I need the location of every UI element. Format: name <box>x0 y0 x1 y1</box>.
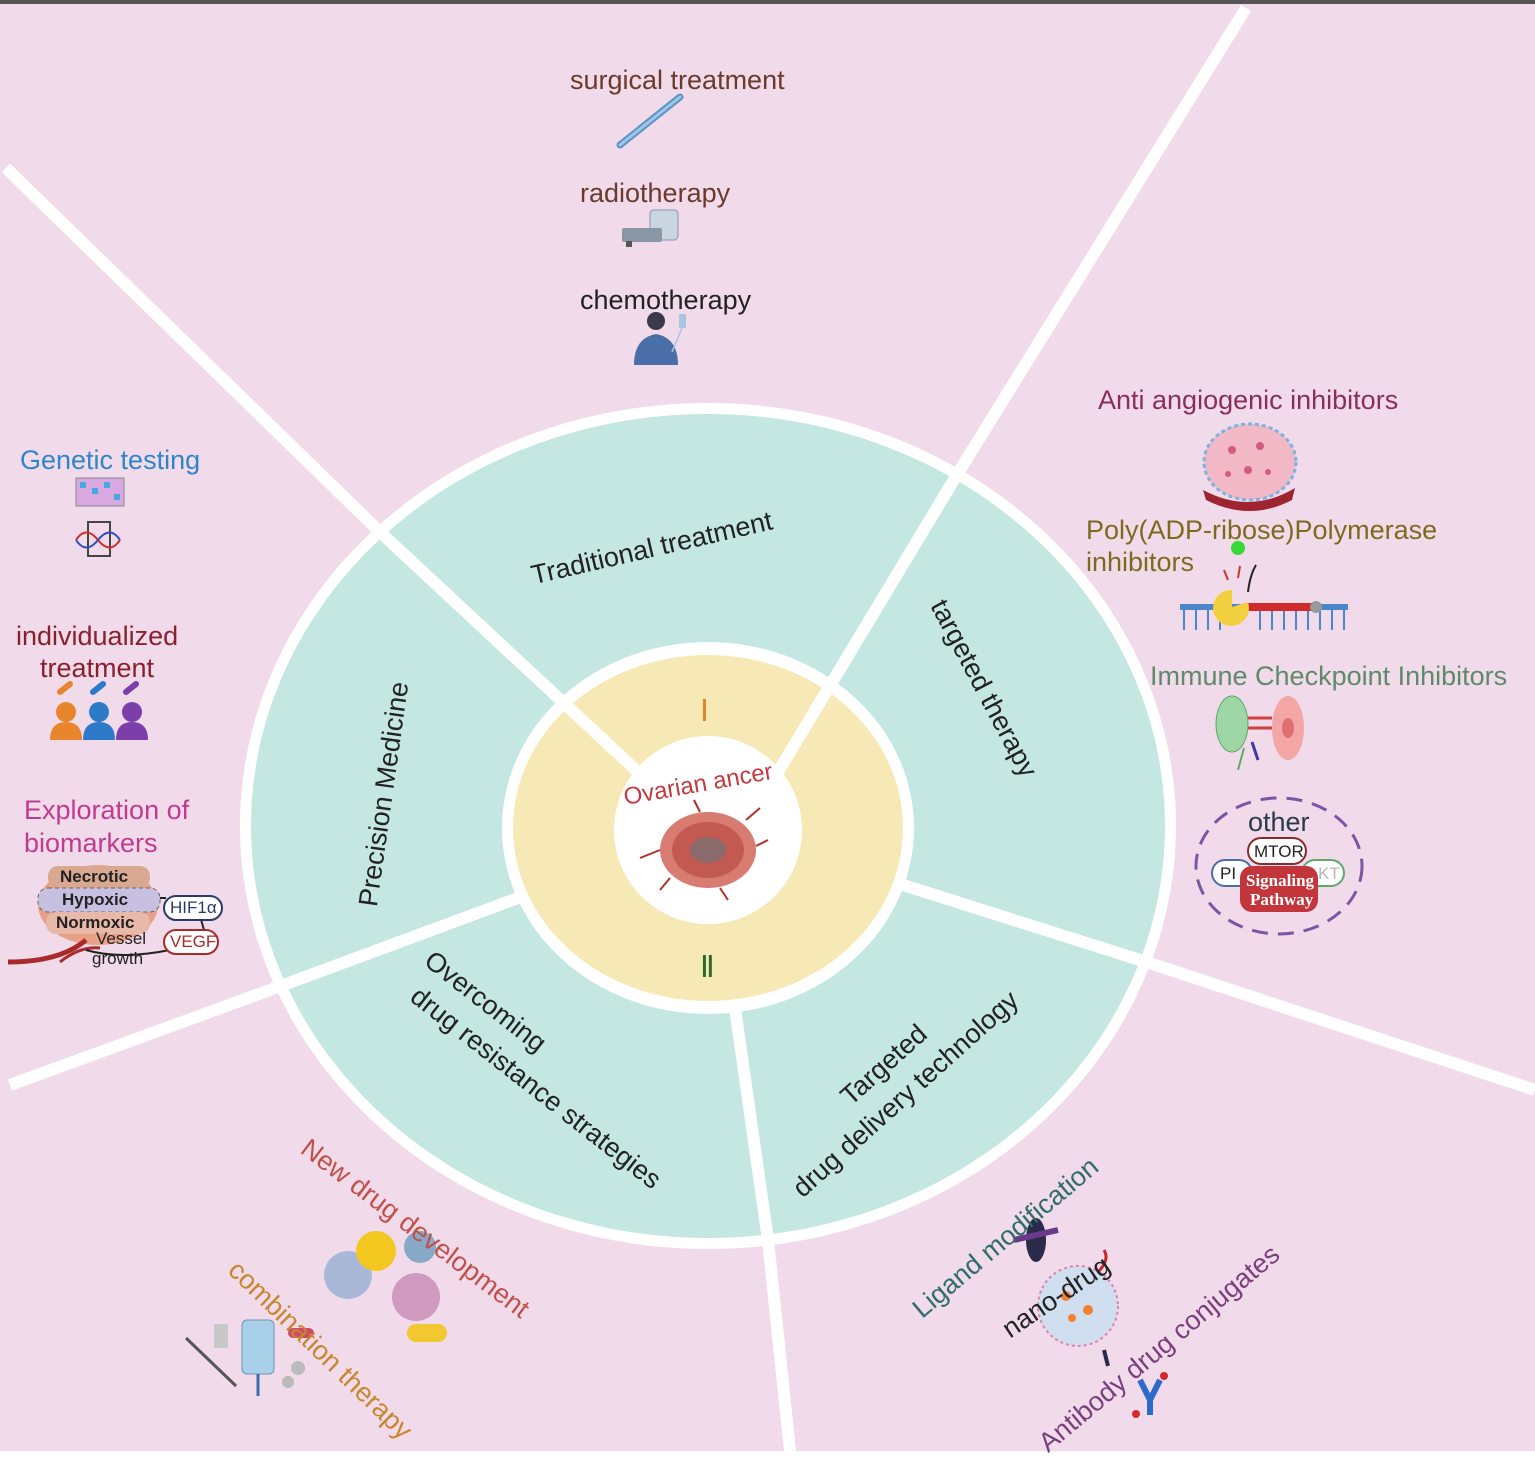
parp-label-1: Poly(ADP-ribose)Polymerase <box>1086 515 1438 545</box>
tumor-zones-icon <box>7 865 205 965</box>
mtor-badge <box>1247 837 1307 865</box>
parp-dna-icon <box>1180 541 1348 630</box>
chemotherapy-label: chemotherapy <box>580 285 752 315</box>
individualized-label-1: individualized <box>16 621 179 651</box>
radiotherapy-label: radiotherapy <box>580 178 731 208</box>
signaling-label-2: Pathway <box>1250 890 1314 909</box>
radiotherapy-machine-icon <box>622 209 679 247</box>
infusion-icon <box>184 1319 314 1396</box>
hif-badge <box>163 895 223 921</box>
scalpel-icon <box>616 93 684 149</box>
other-pathway-outline <box>1194 796 1364 936</box>
vegf-label: VEGF <box>170 932 217 951</box>
surgical-treatment-label: surgical treatment <box>570 65 785 95</box>
ring-dividers <box>267 474 1142 1241</box>
biomarkers-label-2: biomarkers <box>24 828 158 858</box>
sector-dividers <box>1 4 1535 1451</box>
signaling-badge <box>1240 866 1318 912</box>
genetic-test-icon <box>75 477 125 557</box>
signaling-label-1: Signaling <box>1246 871 1315 890</box>
anti-angiogenic-label: Anti angiogenic inhibitors <box>1098 385 1399 415</box>
parp-label-2: inhibitors <box>1086 547 1195 577</box>
tumor-icon <box>639 799 769 901</box>
hypoxic-label: Hypoxic <box>62 890 129 909</box>
people-icon <box>50 681 148 740</box>
individualized-label-2: treatment <box>40 653 155 683</box>
kt-label: KT <box>1318 864 1340 883</box>
immune-cells-icon <box>1215 695 1304 771</box>
mtor-label: MTOR <box>1254 842 1304 861</box>
antibody-icon <box>1132 1372 1168 1418</box>
genetic-testing-label: Genetic testing <box>20 445 201 475</box>
nano-drug-icon <box>1013 1218 1119 1367</box>
pi-label: PI <box>1220 864 1237 883</box>
stage-one-label: Ⅰ <box>700 695 709 728</box>
biomarkers-label-1: Exploration of <box>24 795 190 825</box>
stage-two-label: Ⅱ <box>700 951 715 984</box>
necrotic-label: Necrotic <box>60 867 129 886</box>
vessel-label-1: Vessel <box>96 929 147 948</box>
top-edge <box>0 0 1535 4</box>
checkpoint-label: Immune Checkpoint Inhibitors <box>1150 661 1508 691</box>
other-label: other <box>1248 807 1310 837</box>
drug-spheres-icon <box>324 1231 447 1342</box>
hif-label: HIF1α <box>170 898 217 917</box>
vegf-badge <box>163 929 219 955</box>
patient-icon <box>634 312 686 365</box>
normoxic-label: Normoxic <box>56 913 135 932</box>
vessel-label-2: growth <box>92 949 144 968</box>
angiogenesis-icon <box>1202 422 1298 511</box>
